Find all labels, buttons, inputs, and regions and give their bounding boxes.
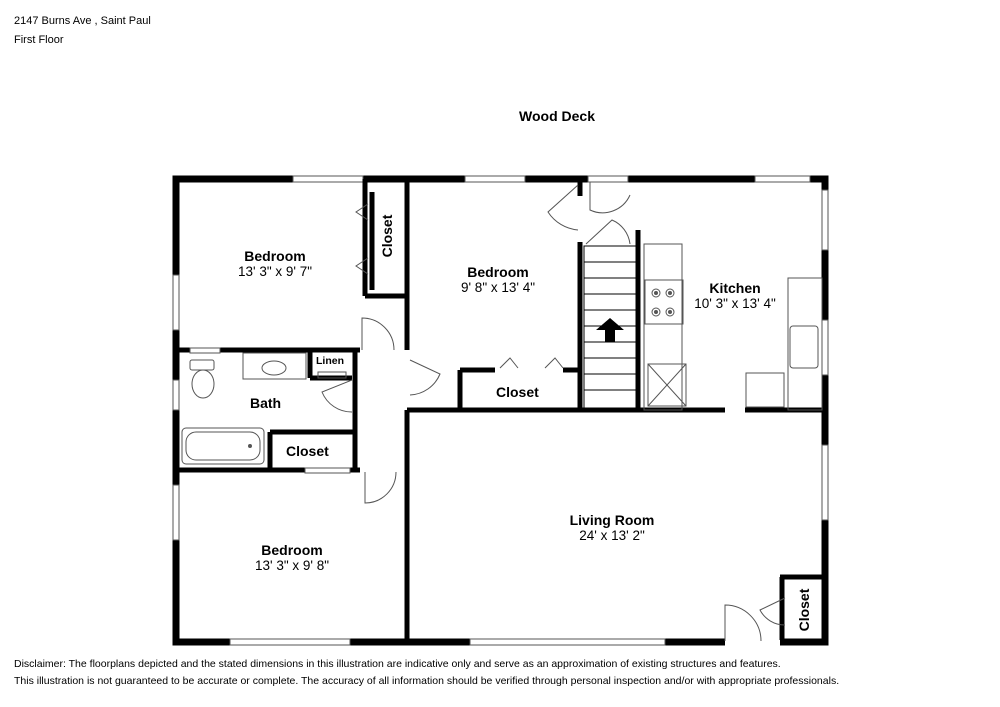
bedroom-sw-dims: 13' 3" x 9' 8" (254, 558, 330, 573)
closet-n-label: Closet (496, 384, 539, 400)
front-door-opening (725, 638, 780, 646)
bedroom-n-name: Bedroom (467, 264, 529, 280)
bath-label: Bath (250, 395, 282, 411)
floor-text: First Floor (14, 34, 64, 46)
disclaimer-line-1: Disclaimer: The floorplans depicted and … (14, 658, 781, 670)
wood-deck-label: Wood Deck (519, 108, 595, 124)
front-door-swing (724, 604, 762, 642)
interior-doors (321, 182, 786, 626)
linen-label: Linen (316, 355, 344, 367)
stairs-up-arrow-icon (596, 318, 624, 342)
bedroom-n-label: Bedroom 9' 8" x 13' 4" (438, 264, 558, 296)
disclaimer-line-2: This illustration is not guaranteed to b… (14, 675, 840, 687)
living-room-name: Living Room (569, 512, 655, 528)
kitchen-name: Kitchen (709, 280, 761, 296)
living-room-label: Living Room 24' x 13' 2" (547, 512, 677, 544)
exterior-windows (172, 175, 829, 646)
bedroom-sw-label: Bedroom 13' 3" x 9' 8" (232, 542, 352, 574)
stairs (583, 245, 637, 409)
kitchen-label: Kitchen 10' 3" x 13' 4" (680, 280, 790, 312)
bath-window-top (189, 347, 351, 474)
bedroom-nw-dims: 13' 3" x 9' 7" (237, 264, 313, 279)
closet-se-label: Closet (796, 588, 812, 632)
closet-nw-label: Closet (379, 214, 395, 258)
kitchen-fixtures (643, 243, 823, 411)
kitchen-dims: 10' 3" x 13' 4" (694, 296, 776, 311)
living-room-dims: 24' x 13' 2" (579, 528, 645, 543)
bedroom-nw-label: Bedroom 13' 3" x 9' 7" (215, 248, 335, 280)
bedroom-sw-name: Bedroom (261, 542, 323, 558)
closet-bath-label: Closet (286, 443, 329, 459)
bath-fixtures (181, 352, 347, 465)
oven-icon (654, 291, 672, 314)
bedroom-nw-name: Bedroom (244, 248, 306, 264)
address-text: 2147 Burns Ave , Saint Paul (14, 15, 151, 27)
bedroom-n-dims: 9' 8" x 13' 4" (460, 280, 536, 295)
